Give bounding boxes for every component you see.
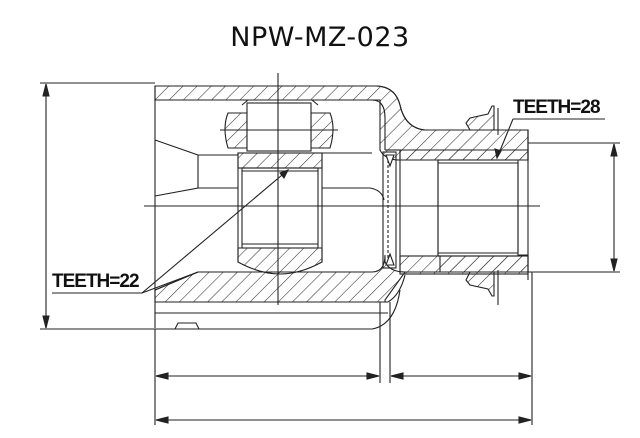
tripod-spider-hub (154, 139, 385, 275)
boot-clamp-bottom (465, 270, 499, 305)
stem-diameter-dimension (528, 142, 620, 273)
seal-ring (382, 151, 397, 269)
teeth-22-leader (52, 168, 290, 294)
length-dimensions (154, 272, 533, 425)
overall-height-dimension (40, 82, 155, 330)
teeth-28-leader (494, 118, 605, 160)
inner-teeth-label: TEETH=22 (52, 271, 139, 292)
tripod-roller-upper (220, 99, 338, 152)
spline-stem (385, 129, 529, 280)
part-number-title: NPW-MZ-023 (230, 22, 410, 53)
boot-clamp-top (465, 105, 499, 135)
outer-teeth-label: TEETH=28 (513, 97, 600, 118)
centre-lines (144, 73, 540, 305)
